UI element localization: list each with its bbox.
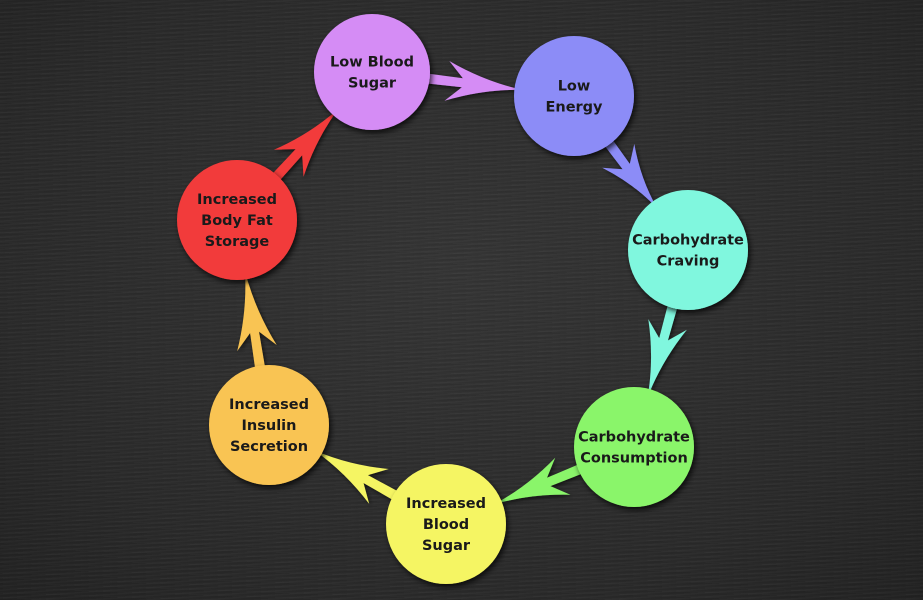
arrow-carbohydrate-consumption-to-increased-blood-sugar [494, 457, 585, 505]
node-circle [177, 160, 297, 280]
arrow-increased-insulin-secretion-to-increased-body-fat-storage [237, 271, 277, 371]
node-circle [628, 190, 748, 310]
arrow-increased-body-fat-storage-to-low-blood-sugar [271, 108, 339, 182]
node-label-line: Body Fat [201, 213, 273, 229]
node-label-line: Increased [197, 192, 277, 208]
arrow-increased-blood-sugar-to-increased-insulin-secretion [314, 450, 400, 504]
arrow-carbohydrate-craving-to-carbohydrate-consumption [647, 302, 687, 397]
node-circle [314, 14, 430, 130]
node-label-line: Sugar [348, 76, 397, 92]
node-label-line: Sugar [422, 538, 471, 554]
node-label-line: Consumption [580, 451, 688, 467]
edges-layer [237, 61, 687, 505]
node-label-line: Secretion [230, 439, 308, 455]
node-label-line: Increased [406, 496, 486, 512]
node-label-line: Carbohydrate [632, 233, 744, 249]
node-label-line: Storage [205, 234, 270, 250]
node-circle [574, 387, 694, 507]
node-label-line: Low Blood [330, 55, 414, 71]
node-label-line: Craving [657, 254, 720, 270]
node-label-line: Insulin [242, 418, 297, 434]
arrow-low-blood-sugar-to-low-energy [425, 61, 523, 101]
node-circle [386, 464, 506, 584]
node-label-line: Blood [423, 517, 469, 533]
node-label-line: Energy [545, 100, 603, 116]
node-label-line: Increased [229, 397, 309, 413]
node-label-line: Carbohydrate [578, 430, 690, 446]
node-label-line: Low [558, 79, 591, 95]
arrow-low-energy-to-carbohydrate-craving [602, 138, 658, 209]
node-circle [514, 36, 634, 156]
node-circle [209, 365, 329, 485]
